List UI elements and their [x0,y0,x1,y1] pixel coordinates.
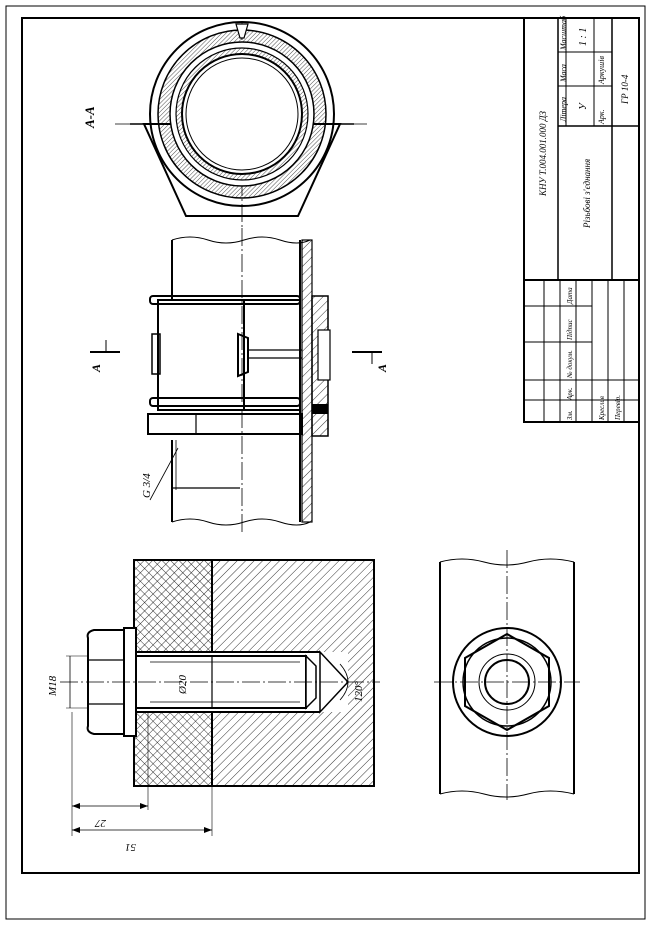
section-a-a-view [115,21,370,230]
depth-short-dimension: 27 [95,817,107,829]
cut-mark-right: А [375,364,389,373]
role-checked: Перевір. [614,395,622,421]
cut-mark-left: А [89,364,103,373]
column-letter: Літера [559,97,568,123]
drawing-title: Різьбові з'єднання [582,159,592,229]
sheets-label: Аркушів [597,56,606,85]
sheet-label: Арк. [597,109,606,125]
section-label: А-А [82,106,97,129]
end-view [434,550,580,800]
letter-value: У [578,102,589,110]
stamp-header-sheet: Арк. [566,387,574,401]
depth-long-dimension: 51 [125,841,136,853]
scale-value: 1 : 1 [578,28,589,46]
stamp-header-document: № докум. [566,350,574,379]
stamp-header-date: Дата [566,287,574,305]
pipe-thread-dimension: G 3/4 [141,473,153,498]
column-scale: Масштаб [559,15,568,51]
stamp-header-change: Зм. [566,410,574,420]
column-mass: Маса [559,64,568,83]
role-drawn: Креслив [598,396,606,421]
drill-angle-dimension: 120° [353,681,365,703]
bolt-thread-dimension: M18 [47,675,59,697]
group-code: ГР 10-4 [620,74,630,105]
hole-diameter-dimension: Ø20 [177,675,189,695]
stamp-header-signature: Підпис [566,318,574,341]
outer-border [5,5,646,920]
document-code: КНУ Т.004.001.000 ДЗ [538,111,548,197]
pipe-connection-view [90,228,382,532]
bolt-section-view [60,559,380,836]
inner-frame [21,17,640,874]
title-block [523,17,640,423]
